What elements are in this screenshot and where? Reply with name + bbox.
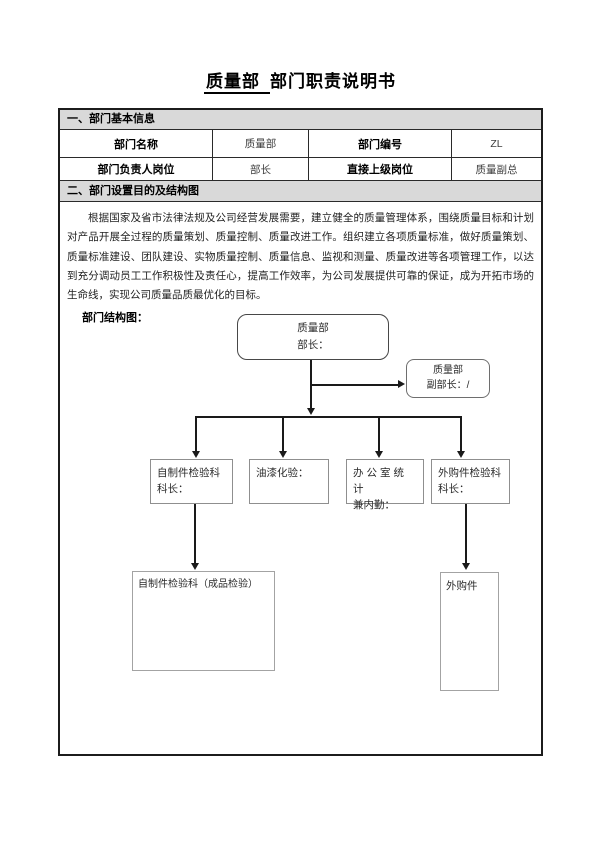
orgchart-node-inhouse-inspection: 自制件检验科 科长： bbox=[150, 459, 233, 504]
node-line1: 质量部 bbox=[297, 322, 329, 334]
page-title-department: 质量部 bbox=[204, 72, 270, 94]
arrowhead-down bbox=[307, 408, 315, 415]
connector-line bbox=[195, 416, 462, 418]
orgchart-node-deputy-head: 质量部 副部长：/ bbox=[406, 359, 490, 398]
arrowhead-down bbox=[191, 563, 199, 570]
table-row: 部门名称 质量部 部门编号 ZL bbox=[60, 130, 541, 158]
arrowhead-down bbox=[192, 451, 200, 458]
connector-line bbox=[310, 360, 312, 409]
node-line1: 油漆化验： bbox=[256, 467, 309, 479]
dept-name-value: 质量部 bbox=[212, 130, 308, 157]
leaf-label: 自制件检验科（成品检验） bbox=[138, 579, 258, 590]
structure-diagram-label: 部门结构图： bbox=[82, 312, 148, 325]
connector-line bbox=[194, 504, 196, 564]
dept-head-value: 部长 bbox=[212, 158, 308, 180]
dept-code-value: ZL bbox=[451, 130, 541, 157]
arrowhead-down bbox=[457, 451, 465, 458]
purpose-and-structure-cell: 根据国家及省市法律法规及公司经营发展需要，建立健全的质量管理体系，围绕质量目标和… bbox=[60, 209, 541, 761]
connector-line bbox=[311, 384, 398, 386]
purpose-paragraph: 根据国家及省市法律法规及公司经营发展需要，建立健全的质量管理体系，围绕质量目标和… bbox=[67, 212, 534, 302]
orgchart-node-department-head: 质量部 部长： bbox=[237, 314, 389, 360]
arrowhead-down bbox=[462, 563, 470, 570]
node-line1: 外购件检验科 bbox=[438, 467, 501, 479]
node-line2: 科长： bbox=[438, 483, 470, 495]
node-line2: 兼内勤： bbox=[353, 499, 395, 511]
superior-post-label: 直接上级岗位 bbox=[308, 158, 451, 180]
node-line2: 副部长：/ bbox=[426, 380, 470, 391]
arrowhead-down bbox=[279, 451, 287, 458]
arrowhead-right bbox=[398, 380, 405, 388]
node-line1: 质量部 bbox=[433, 365, 463, 376]
orgchart-leaf-finished-product-inspection: 自制件检验科（成品检验） bbox=[132, 571, 275, 671]
section-header-purpose: 二、部门设置目的及结构图 bbox=[60, 181, 541, 202]
connector-line bbox=[460, 417, 462, 452]
main-table: 一、部门基本信息 部门名称 质量部 部门编号 ZL 部门负责人岗位 部长 直接上… bbox=[58, 108, 543, 756]
node-line2: 部长： bbox=[297, 339, 329, 351]
connector-line bbox=[465, 504, 467, 564]
arrowhead-down bbox=[375, 451, 383, 458]
node-line1: 自制件检验科 bbox=[157, 467, 220, 479]
orgchart-node-paint-lab: 油漆化验： bbox=[249, 459, 329, 504]
orgchart-node-office-statistics: 办公室统计 兼内勤： bbox=[346, 459, 424, 511]
dept-code-label: 部门编号 bbox=[308, 130, 451, 157]
node-line2: 科长： bbox=[157, 483, 189, 495]
superior-post-value: 质量副总 bbox=[451, 158, 541, 180]
orgchart-leaf-purchased-parts: 外购件 bbox=[440, 572, 499, 691]
section-header-basic-info: 一、部门基本信息 bbox=[60, 110, 541, 130]
table-row: 部门负责人岗位 部长 直接上级岗位 质量副总 bbox=[60, 158, 541, 181]
connector-line bbox=[378, 417, 380, 452]
leaf-label: 外购件 bbox=[446, 580, 478, 592]
dept-head-label: 部门负责人岗位 bbox=[97, 164, 175, 176]
connector-line bbox=[282, 417, 284, 452]
node-line1: 办公室统计 bbox=[353, 467, 407, 495]
orgchart-node-purchased-inspection: 外购件检验科 科长： bbox=[431, 459, 510, 504]
connector-line bbox=[195, 417, 197, 452]
dept-name-label: 部门名称 bbox=[114, 138, 158, 151]
page-title: 质量部部门职责说明书 bbox=[0, 66, 600, 98]
page-title-rest: 部门职责说明书 bbox=[270, 72, 396, 91]
